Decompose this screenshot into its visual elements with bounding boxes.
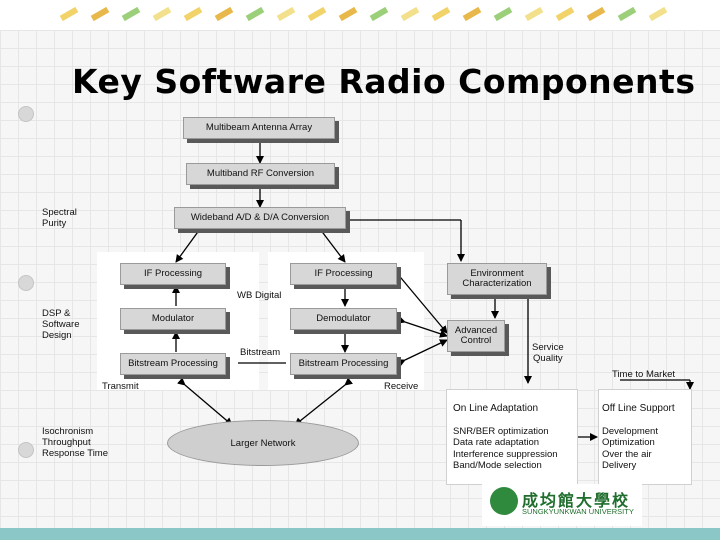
pencil-icon [369,6,389,22]
pencil-icon [431,6,451,22]
online-adaptation-panel: On Line Adaptation SNR/BER optimization … [446,389,578,485]
receive-bitstream-box: Bitstream Processing [290,353,397,375]
pencil-icon [462,6,482,22]
time-to-market-label: Time to Market [612,369,675,380]
offline-support-panel: Off Line Support Development Optimizatio… [598,389,692,485]
receive-label: Receive [384,381,419,392]
wb-digital-label: WB Digital [237,290,282,301]
binder-hole-icon [18,106,34,122]
pencil-icon [276,6,296,22]
pencil-icon [59,6,79,22]
university-name-english: SUNGKYUNKWAN UNIVERSITY [522,507,634,516]
binder-hole-icon [18,442,34,458]
demodulator-box: Demodulator [290,308,397,330]
pencil-icon [524,6,544,22]
pencil-icon [617,6,637,22]
modulator-box: Modulator [120,308,226,330]
transmit-if-processing-box: IF Processing [120,263,226,285]
pencil-icon [648,6,668,22]
pencil-icon [214,6,234,22]
online-adaptation-list: SNR/BER optimization Data rate adaptatio… [453,426,558,472]
pencil-icon [338,6,358,22]
receive-if-processing-box: IF Processing [290,263,397,285]
pencil-icon [555,6,575,22]
transmit-bitstream-box: Bitstream Processing [120,353,226,375]
bottom-bar [0,528,720,540]
top-decoration-band [0,0,720,30]
pencil-icon [121,6,141,22]
rf-conversion-box: Multiband RF Conversion [186,163,335,185]
ad-da-conversion-box: Wideband A/D & D/A Conversion [174,207,346,229]
pencil-icon [152,6,172,22]
bitstream-label: Bitstream [240,347,281,358]
pencil-icon [400,6,420,22]
antenna-array-box: Multibeam Antenna Array [183,117,335,139]
binder-hole-icon [18,275,34,291]
offline-support-list: Development Optimization Over the air De… [602,426,658,472]
slide-title: Key Software Radio Components [72,62,696,101]
offline-support-title: Off Line Support [602,403,675,414]
larger-network-ellipse: Larger Network [167,420,359,466]
transmit-label: Transmit [102,381,139,392]
university-name-chinese: 成均館大學校 [522,491,631,510]
university-emblem-icon [490,487,518,515]
pencil-icon [307,6,327,22]
pencil-icon [245,6,265,22]
online-adaptation-title: On Line Adaptation [453,403,539,414]
pencil-icon [493,6,513,22]
university-logo: 成均館大學校 SUNGKYUNKWAN UNIVERSITY [482,484,642,526]
pencil-icon [586,6,606,22]
pencil-border-icons [59,6,668,22]
pencil-icon [183,6,203,22]
pencil-icon [90,6,110,22]
